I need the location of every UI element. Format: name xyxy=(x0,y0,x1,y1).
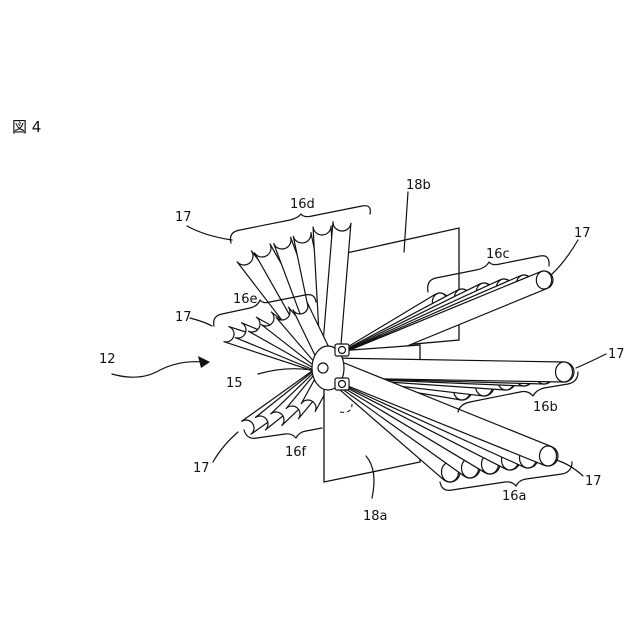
label-16b: 16b xyxy=(533,400,558,415)
label-15: 15 xyxy=(226,376,243,391)
label-18b: 18b xyxy=(406,178,431,193)
arrowhead-12 xyxy=(198,356,210,368)
label-17-bottom-left: 17 xyxy=(193,461,210,476)
leader-17-bl xyxy=(213,432,238,462)
label-17-mid-left: 17 xyxy=(175,310,192,325)
label-17-bottom-right: 17 xyxy=(585,474,602,489)
label-16e: 16e xyxy=(233,292,258,307)
label-17-right: 17 xyxy=(608,347,625,362)
label-17-top-left: 17 xyxy=(175,210,192,225)
label-18a: 18a xyxy=(363,509,388,524)
label-16a: 16a xyxy=(502,489,527,504)
rod-end-face xyxy=(540,446,557,466)
figure-number: 図 4 xyxy=(12,116,41,137)
label-16c: 16c xyxy=(486,247,510,262)
leader-17-br xyxy=(556,460,583,476)
label-17-top-right: 17 xyxy=(574,226,591,241)
leader-12-arrow xyxy=(112,362,203,378)
label-16f: 16f xyxy=(285,445,307,460)
leader-17-tr xyxy=(552,240,578,274)
leader-15 xyxy=(258,369,312,374)
label-16d: 16d xyxy=(290,197,315,212)
rod-end-face xyxy=(556,362,573,382)
hub-15 xyxy=(312,344,349,390)
leader-17-tl xyxy=(187,226,232,240)
leader-17-ml xyxy=(190,318,212,326)
rod-end-face xyxy=(536,271,551,289)
leader-17-r xyxy=(576,354,606,368)
label-12: 12 xyxy=(99,352,116,367)
